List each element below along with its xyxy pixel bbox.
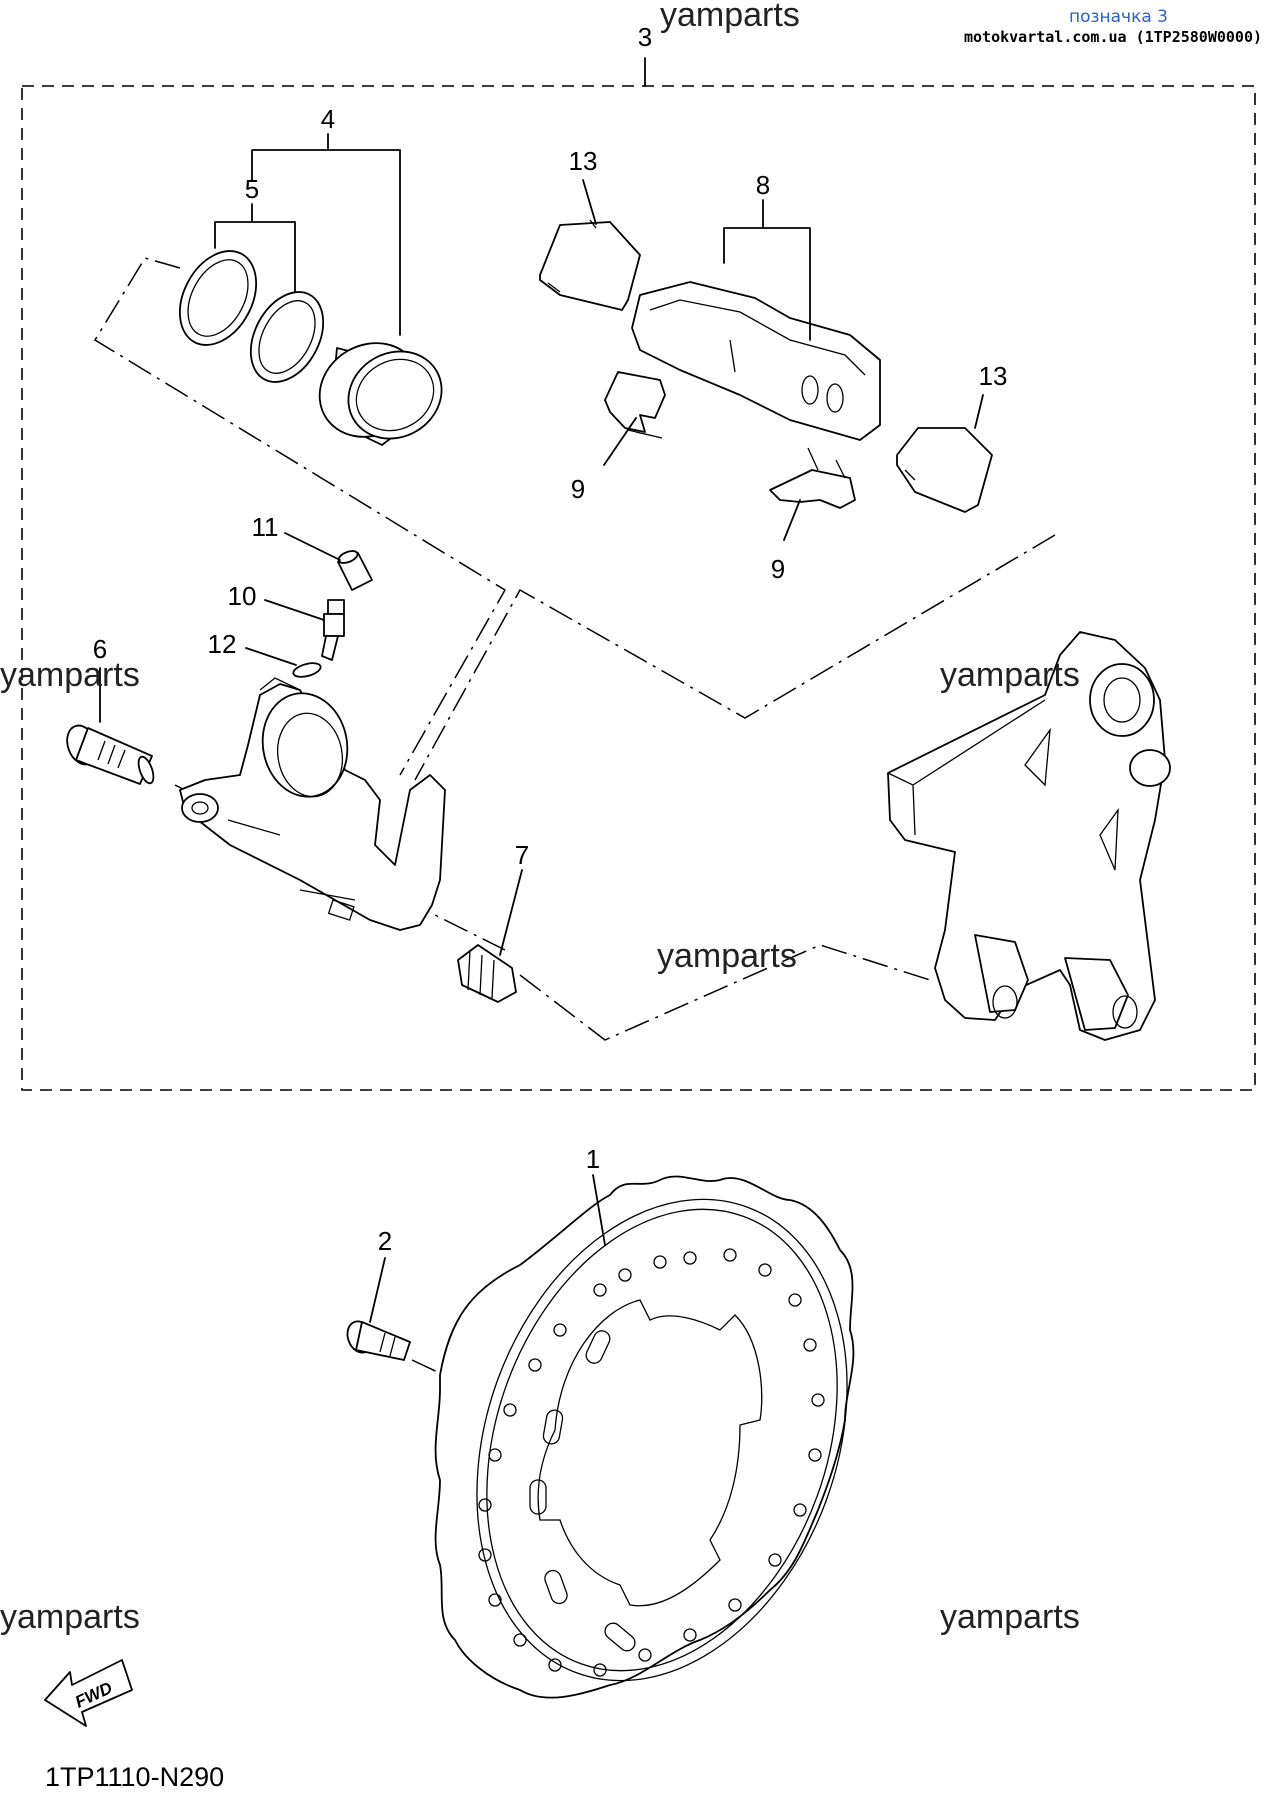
disc-bolt xyxy=(346,1320,411,1361)
fwd-arrow-icon: FWD xyxy=(44,1659,133,1727)
callout-2: 2 xyxy=(378,1226,392,1256)
callout-4: 4 xyxy=(321,104,335,134)
watermark: yamparts xyxy=(0,1598,140,1636)
callout-3: 3 xyxy=(638,22,652,52)
leader-9b xyxy=(783,499,801,541)
watermark: yamparts xyxy=(657,937,797,975)
slide-pin-boot xyxy=(457,944,517,1003)
watermark: yamparts xyxy=(660,0,800,34)
leader-11 xyxy=(284,532,341,561)
callout-8: 8 xyxy=(756,170,770,200)
brake-disc xyxy=(434,1175,855,1699)
leader-9a xyxy=(603,417,637,466)
callout-10: 10 xyxy=(228,581,257,611)
leader-8-upper xyxy=(723,227,811,341)
caliper-bolt xyxy=(66,724,155,785)
sealing-washer xyxy=(292,662,322,678)
watermark: yamparts xyxy=(0,656,140,694)
callout-13b: 13 xyxy=(979,361,1008,391)
pad-clip-lower xyxy=(769,447,856,509)
caliper-piston xyxy=(318,342,443,446)
caliper-assembly-box xyxy=(21,85,1256,1091)
leader-7 xyxy=(499,869,523,956)
callout-1: 1 xyxy=(586,1144,600,1174)
leader-12 xyxy=(245,647,297,666)
pad-clip-upper xyxy=(604,371,666,439)
header-source: motokvartal.com.ua (1TP2580W0000) xyxy=(964,28,1262,46)
callout-13a: 13 xyxy=(569,146,598,176)
leader-2 xyxy=(369,1257,386,1323)
callout-9b: 9 xyxy=(771,554,785,584)
header-title: позначка 3 xyxy=(1069,7,1168,27)
callout-11: 11 xyxy=(252,512,279,542)
dust-seal xyxy=(249,291,325,383)
piston-seal xyxy=(178,250,258,346)
brake-pad-upper xyxy=(539,219,641,311)
bleed-screw-cap xyxy=(337,550,373,591)
leader-4-5 xyxy=(214,133,401,336)
leader-1 xyxy=(592,1174,606,1246)
callout-5: 5 xyxy=(245,174,259,204)
leader-10 xyxy=(264,599,325,621)
callout-9a: 9 xyxy=(571,474,585,504)
callout-7: 7 xyxy=(515,840,529,870)
brake-pad-lower xyxy=(896,427,993,513)
watermark: yamparts xyxy=(940,656,1080,694)
callout-12: 12 xyxy=(208,629,237,659)
caliper-bracket xyxy=(887,631,1171,1041)
watermark: yamparts xyxy=(940,1598,1080,1636)
leader-13a xyxy=(582,179,597,225)
pad-spring xyxy=(631,281,881,441)
bleed-screw xyxy=(321,599,345,661)
leader-13b xyxy=(974,394,984,429)
diagram-code: 1TP1110-N290 xyxy=(45,1762,224,1792)
callout-6: 6 xyxy=(93,634,107,664)
caliper-body xyxy=(179,677,446,931)
